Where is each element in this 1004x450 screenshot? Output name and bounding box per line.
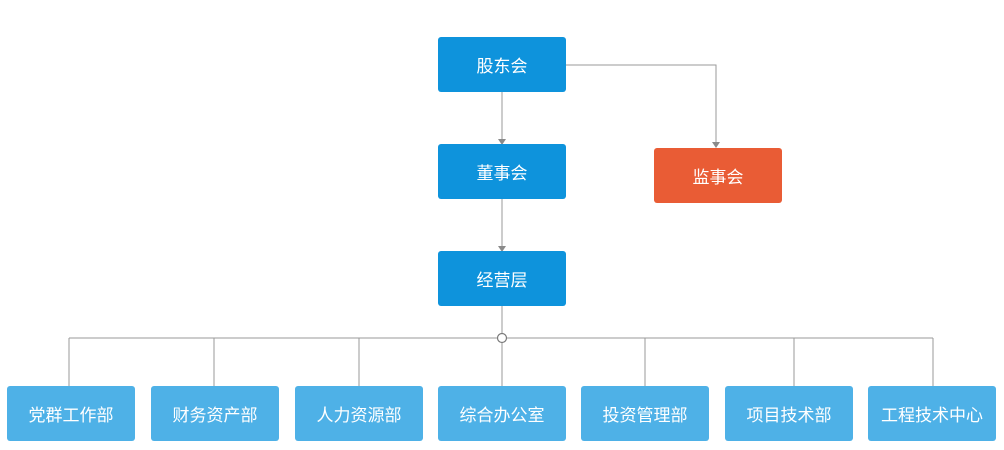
dept-node: 综合办公室 [438,386,566,441]
node-label: 董事会 [476,164,528,184]
arrow-down-icon [712,142,720,148]
node-management: 经营层 [438,251,566,306]
dept-node: 党群工作部 [7,386,135,441]
dept-node: 项目技术部 [725,386,853,441]
dept-label: 工程技术中心 [881,406,983,426]
node-label: 股东会 [476,57,528,77]
node-board: 董事会 [438,144,566,199]
node-label: 监事会 [692,168,744,188]
dept-node: 投资管理部 [581,386,709,441]
node-supervisors: 监事会 [654,148,782,203]
dept-node: 工程技术中心 [868,386,996,441]
node-shareholders: 股东会 [438,37,566,92]
dept-label: 党群工作部 [28,406,114,426]
junction-node-icon [496,332,508,344]
dept-node: 人力资源部 [295,386,423,441]
link-shareholders-supervisors [566,64,717,143]
arrow-down-icon [498,139,506,145]
node-label: 经营层 [476,271,528,291]
dept-node: 财务资产部 [151,386,279,441]
dept-label: 财务资产部 [172,406,258,426]
dept-label: 综合办公室 [459,406,545,426]
dept-label: 投资管理部 [602,406,688,426]
dept-label: 人力资源部 [316,406,402,426]
arrow-down-icon [498,246,506,252]
dept-label: 项目技术部 [746,406,832,426]
